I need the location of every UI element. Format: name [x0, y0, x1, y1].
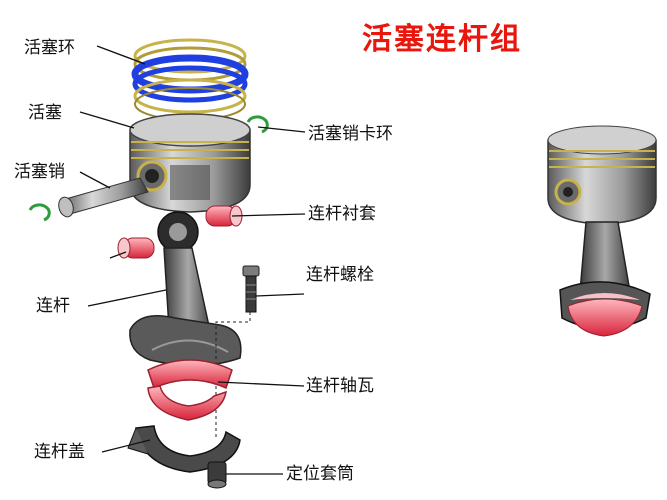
label-rod-bolt: 连杆螺栓: [306, 265, 374, 285]
piston-ring-stack: [131, 38, 249, 121]
rod-bushing-left: [117, 237, 155, 259]
connecting-rod: [129, 211, 242, 367]
label-connecting-rod: 连杆: [36, 296, 70, 316]
label-piston-ring: 活塞环: [24, 38, 75, 58]
label-rod-cap: 连杆盖: [34, 442, 85, 462]
label-rod-bushing: 连杆衬套: [308, 204, 376, 224]
piston-pin: [58, 177, 149, 218]
pin-circlip-right: [246, 115, 269, 134]
rod-bearing-shells: [147, 359, 233, 421]
label-rod-bearing: 连杆轴瓦: [306, 376, 374, 396]
diagram-title: 活塞连杆组: [362, 22, 522, 57]
rod-cap: [127, 425, 241, 473]
label-piston-pin: 活塞销: [14, 162, 65, 182]
label-piston: 活塞: [28, 103, 62, 123]
piston-body: [129, 113, 251, 213]
locating-sleeve: [207, 461, 227, 489]
assembled-piston-rod: [547, 125, 657, 337]
leader-lines: [79, 45, 306, 475]
label-locating-sleeve: 定位套筒: [286, 464, 354, 484]
pin-circlip-left: [28, 203, 51, 222]
label-pin-circlip: 活塞销卡环: [308, 124, 393, 144]
